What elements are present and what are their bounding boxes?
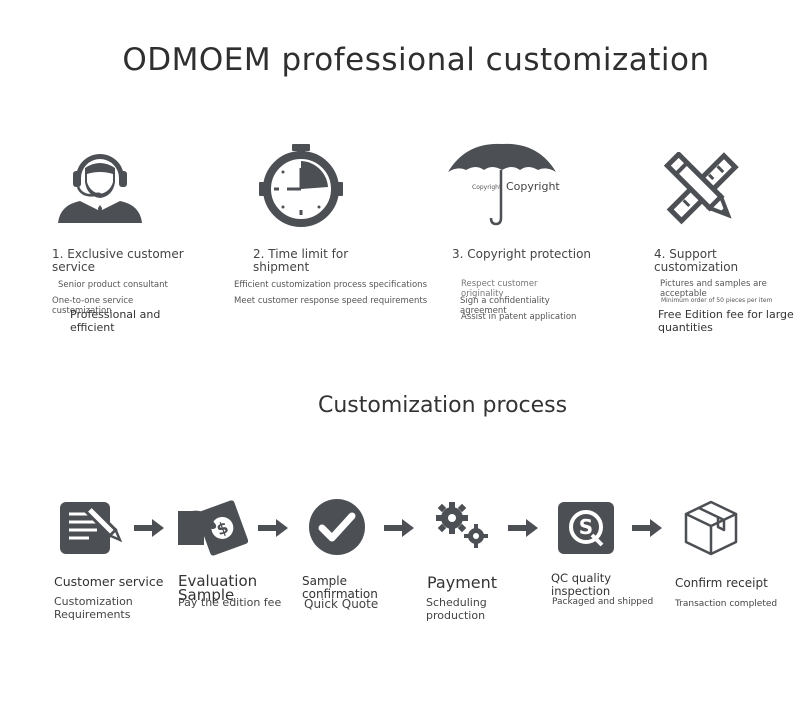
feature-line: Pictures and samples are acceptable (660, 279, 767, 299)
arrow-right-icon (258, 519, 288, 537)
umbrella-icon (446, 140, 558, 228)
feature-line: Professional and efficient (70, 308, 161, 334)
feature-title-time-limit: 2. Time limit for shipment (253, 247, 349, 274)
feature-line: Senior product consultant (58, 280, 168, 290)
document-pen-icon (60, 500, 128, 556)
step-label: Sample confirmation (302, 574, 378, 601)
process-title: Customization process (318, 393, 568, 418)
feature-line: Respect customer originality (461, 279, 538, 299)
customer-service-headset-icon (56, 138, 144, 226)
feature-line: Free Edition fee for large quantities (658, 308, 794, 334)
arrow-right-icon (508, 519, 538, 537)
step-sub: Packaged and shipped (552, 597, 654, 607)
step-label: Confirm receipt (675, 576, 768, 590)
feature-line: Sign a confidentiality agreement (460, 296, 550, 316)
feature-title-support-customization: 4. Support customization (654, 247, 739, 274)
step-sub: Pay the edition fee (178, 596, 282, 609)
box-icon (684, 500, 738, 556)
arrow-right-icon (134, 519, 164, 537)
step-label: QC quality inspection (551, 571, 612, 598)
feature-line: Meet customer response speed requirement… (234, 296, 428, 306)
gears-icon (432, 500, 492, 552)
step-sub: Customization Requirements (54, 595, 133, 621)
step-label: Payment (427, 573, 498, 592)
arrow-right-icon (632, 519, 662, 537)
step-sub: Scheduling production (426, 596, 487, 622)
step-label: Customer service (54, 574, 164, 589)
qc-inspection-icon: S (558, 502, 614, 554)
step-label: Evaluation Sample (178, 572, 258, 604)
checkmark-circle-icon (308, 498, 366, 556)
stopwatch-icon (257, 142, 345, 230)
step-sub: Transaction completed (675, 599, 778, 609)
feature-line: Minimum order of 50 pieces per item (661, 297, 773, 304)
money-hand-icon: $ (176, 497, 248, 557)
feature-title-exclusive-service: 1. Exclusive customer service (52, 247, 184, 274)
feature-line: Assist in patent application (461, 312, 577, 322)
feature-line: One-to-one service customization (52, 296, 134, 316)
umbrella-copyright-small: Copyright (472, 184, 502, 191)
umbrella-copyright-text: Copyright (506, 180, 560, 193)
feature-title-copyright: 3. Copyright protection (452, 247, 592, 261)
svg-text:S: S (579, 515, 593, 539)
arrow-right-icon (384, 519, 414, 537)
pencil-ruler-icon (664, 152, 740, 226)
feature-line: Efficient customization process specific… (234, 280, 427, 290)
page-title: ODMOEM professional customization (122, 42, 710, 78)
step-sub: Quick Quote (304, 597, 379, 611)
